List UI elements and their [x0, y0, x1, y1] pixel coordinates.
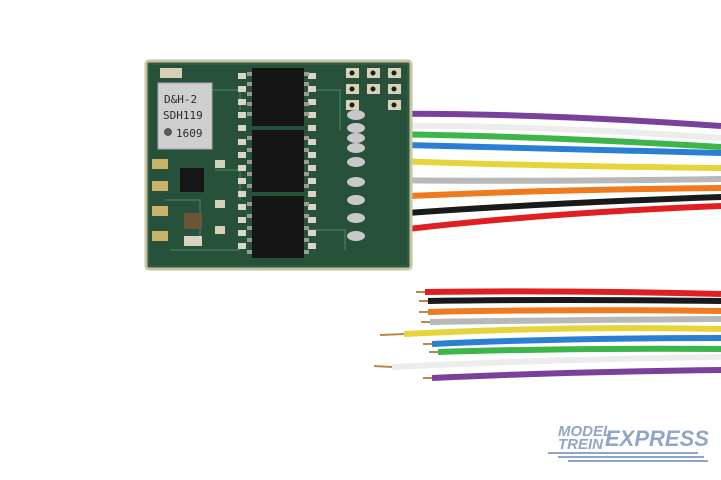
loose-wire-grey — [429, 316, 721, 325]
loose-wire-blue — [431, 335, 721, 347]
attached-wires — [367, 110, 721, 237]
loose-wire-red — [424, 288, 721, 297]
controller-chip — [157, 82, 213, 150]
brand-logo: MODEL TREIN EXPRESS — [548, 423, 709, 465]
logo-line2: TREIN — [558, 436, 603, 453]
chip-label-line3: 1609 — [176, 127, 203, 140]
loose-wire-black — [427, 297, 721, 304]
chip-label-line2: SDH119 — [163, 109, 203, 122]
chip-label-line1: D&H-2 — [164, 93, 197, 106]
loose-wire-white — [391, 354, 721, 370]
loose-wire-green — [437, 345, 721, 355]
logo-brand: EXPRESS — [605, 426, 709, 451]
decoder-board: D&H-2 SDH119 1609 — [144, 59, 413, 271]
logo-speed-lines — [548, 452, 708, 462]
loose-wire-orange — [427, 307, 721, 315]
ic-chips — [247, 68, 309, 258]
wire-yellow — [367, 157, 721, 171]
wire-grey — [367, 176, 721, 184]
loose-wire-yellow — [403, 325, 721, 337]
logo-line1: MODEL — [558, 423, 613, 440]
solder-pads — [346, 68, 401, 241]
loose-wires — [373, 288, 721, 381]
loose-wire-purple — [431, 367, 721, 381]
